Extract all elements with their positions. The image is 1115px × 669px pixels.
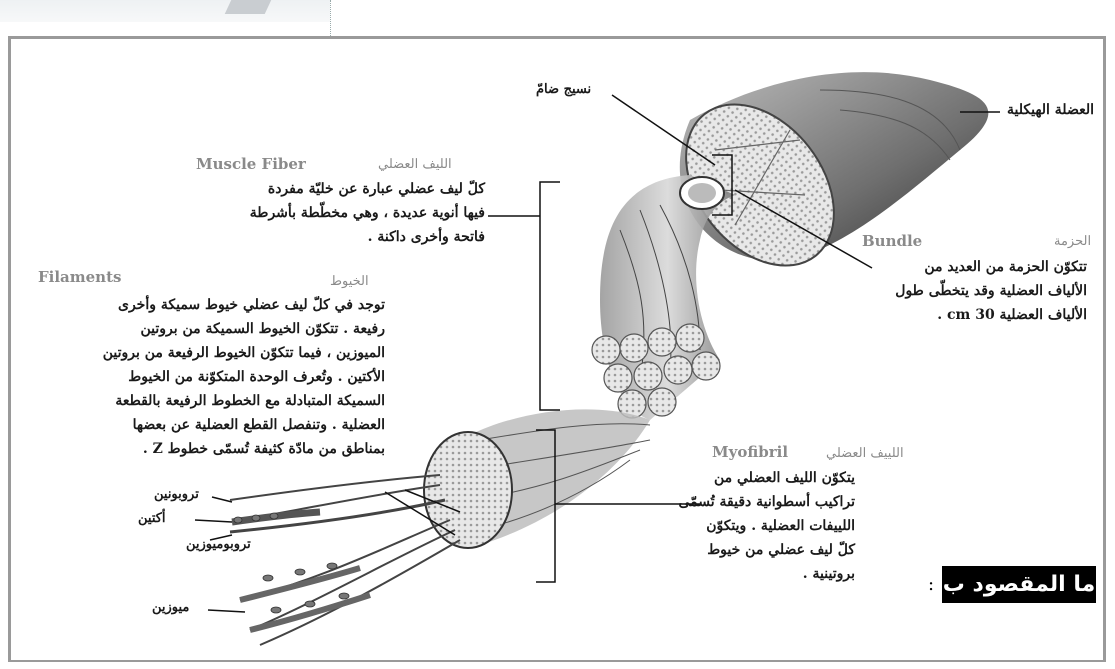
filaments-desc-line: بمناطق من مادّة كثيفة تُسمّى خطوط Z . <box>103 437 385 461</box>
myosin-label: ميوزين <box>152 600 189 615</box>
filaments-desc-line: توجد في كلّ ليف عضلي خيوط سميكة وأخرى <box>103 293 385 317</box>
filaments-desc-line: العضلية . وتنفصل القطع العضلية عن بعضها <box>103 413 385 437</box>
filaments-en-label: Filaments <box>38 268 121 286</box>
filaments-desc-line: رفيعة . تتكوّن الخيوط السميكة من بروتين <box>103 317 385 341</box>
myofibril-desc-line: كلّ ليف عضلي من خيوط <box>678 538 855 562</box>
fiber-en-label: Muscle Fiber <box>196 155 306 173</box>
bundle-desc-line: الألياف العضلية 30 cm . <box>895 303 1087 327</box>
tropomyosin-label: تروبوميوزين <box>186 537 251 552</box>
bundle-description: تتكوّن الحزمة من العديد من الألياف العضل… <box>895 255 1087 327</box>
bundle-desc-line: الألياف العضلية وقد يتخطّى طول <box>895 279 1087 303</box>
myofibril-description: يتكوّن الليف العضلي من تراكيب أسطوانية د… <box>678 466 855 586</box>
bundle-desc-line: تتكوّن الحزمة من العديد من <box>895 255 1087 279</box>
filaments-desc-line: السميكة المتبادلة مع الخطوط الرفيعة بالق… <box>103 389 385 413</box>
filaments-description: توجد في كلّ ليف عضلي خيوط سميكة وأخرى رف… <box>103 293 385 461</box>
connective-tissue-label: نسيج ضامّ <box>536 82 591 97</box>
fiber-ar-label: الليف العضلي <box>378 157 452 172</box>
myofibril-desc-line: يتكوّن الليف العضلي من <box>678 466 855 490</box>
bundle-ar-label: الحزمة <box>1054 234 1091 249</box>
actin-label: أكتين <box>138 511 166 526</box>
filaments-desc-line: الميوزين ، فيما تتكوّن الخيوط الرفيعة من… <box>103 341 385 365</box>
myofibril-desc-line: بروتينية . <box>678 562 855 586</box>
myofibril-ar-label: اللييف العضلي <box>826 446 904 461</box>
question-colon: : <box>928 574 934 595</box>
fiber-desc-line: فيها أنوية عديدة ، وهي مخطّطة بأشرطة <box>250 201 485 225</box>
skeletal-muscle-label: العضلة الهيكلية <box>1007 102 1094 118</box>
myofibril-en-label: Myofibril <box>712 443 788 461</box>
fiber-description: كلّ ليف عضلي عبارة عن خليّة مفردة فيها أ… <box>250 177 485 249</box>
fiber-desc-line: كلّ ليف عضلي عبارة عن خليّة مفردة <box>250 177 485 201</box>
myofibril-desc-line: تراكيب أسطوانية دقيقة تُسمّى <box>678 490 855 514</box>
troponin-label: تروبونين <box>154 487 199 502</box>
question-box: ما المقصود ب <box>942 566 1096 603</box>
fiber-desc-line: فاتحة وأخرى داكنة . <box>250 225 485 249</box>
filaments-desc-line: الأكتين . وتُعرف الوحدة المتكوّنة من الخ… <box>103 365 385 389</box>
filaments-ar-label: الخيوط <box>330 274 369 289</box>
myofibril-desc-line: اللييفات العضلية . ويتكوّن <box>678 514 855 538</box>
bundle-en-label: Bundle <box>862 232 922 250</box>
